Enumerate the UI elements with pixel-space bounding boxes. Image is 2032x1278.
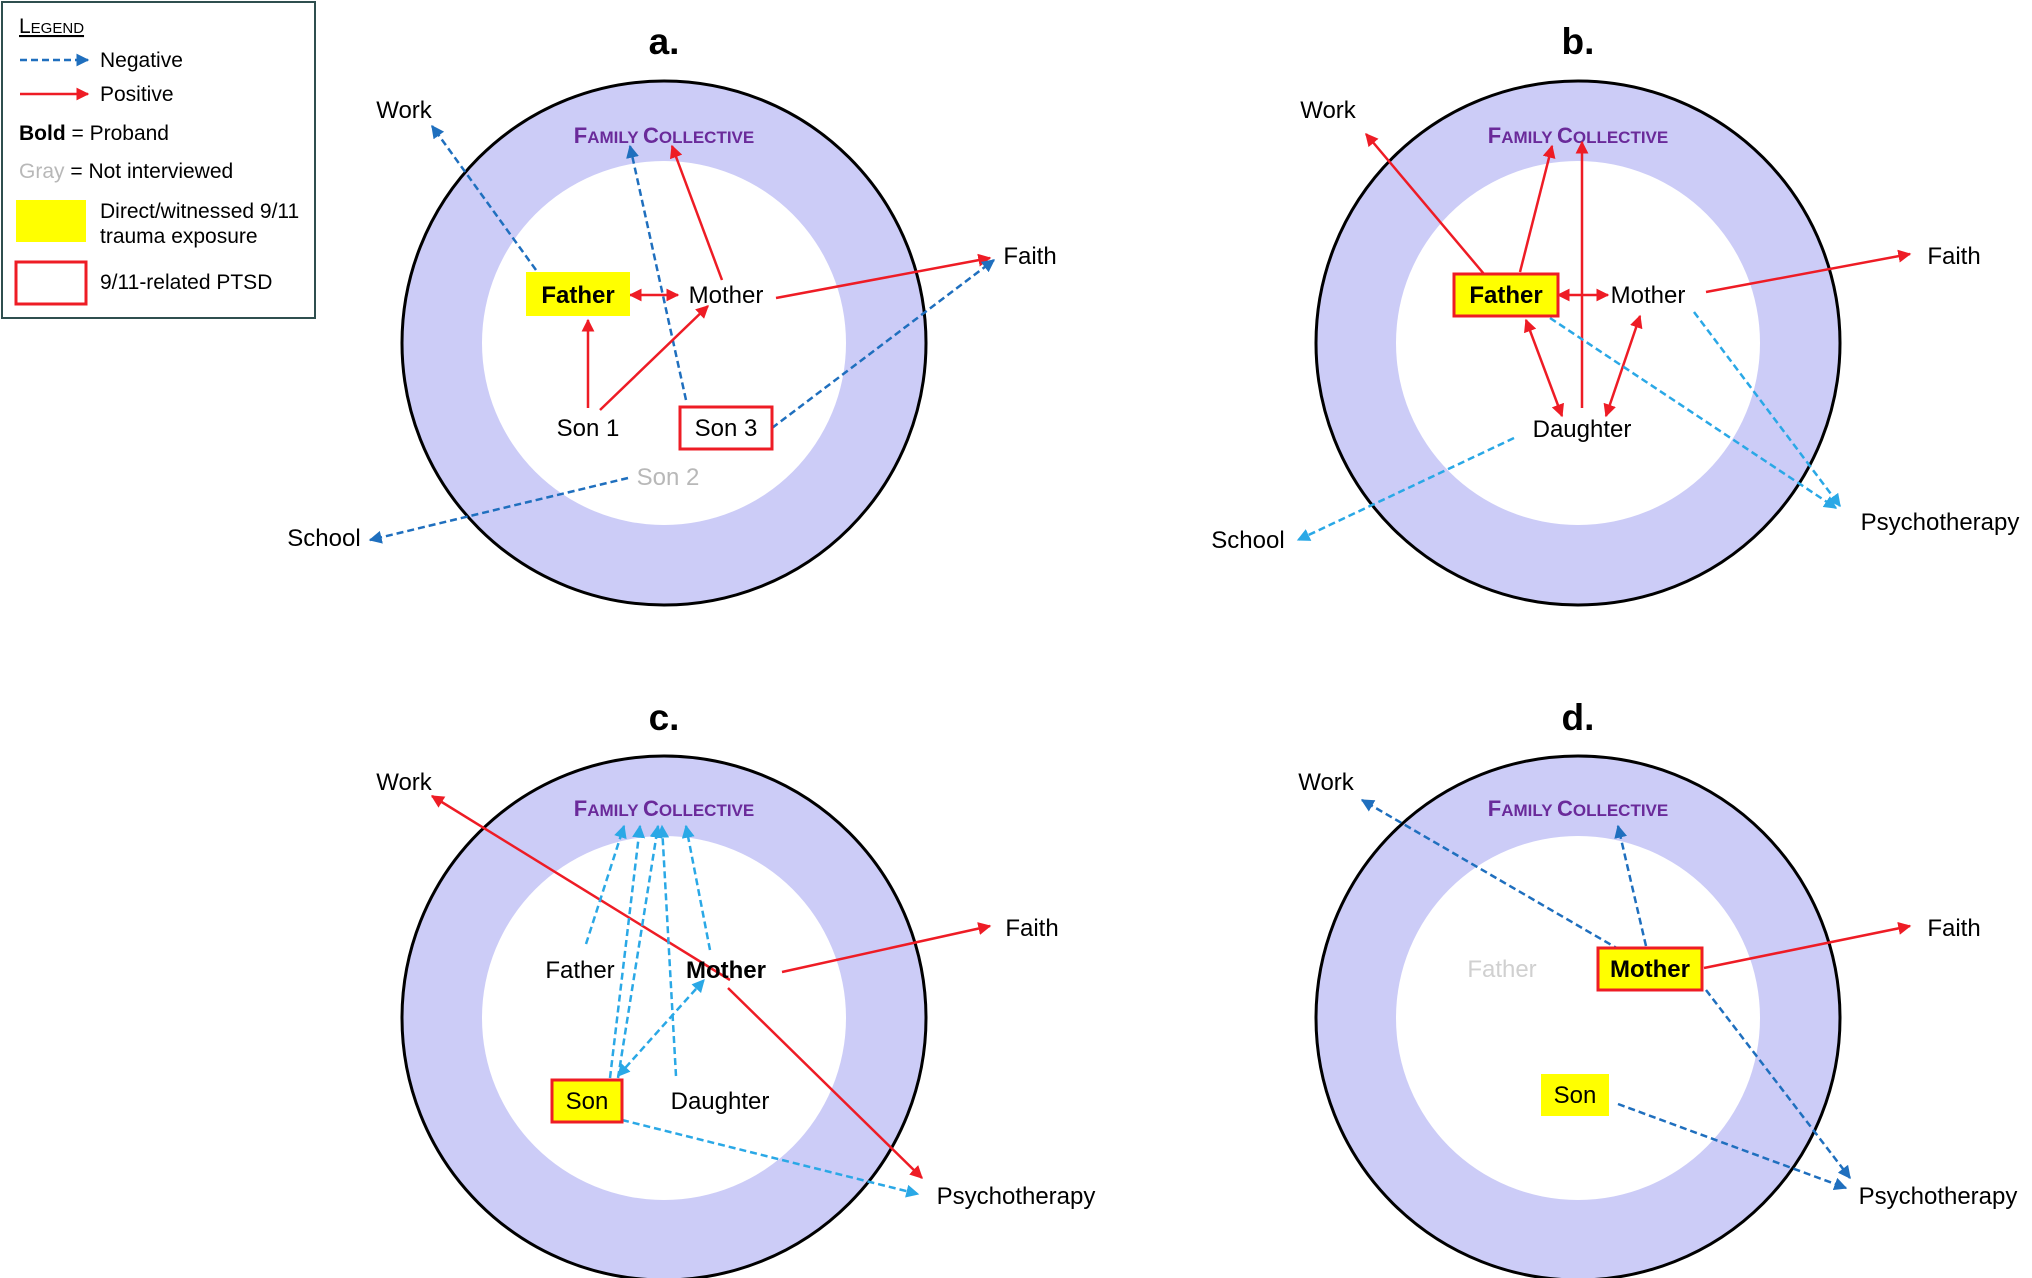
panel-b-arrow-father-daughter <box>1524 318 1564 418</box>
panel-c-psychotherapy: Psychotherapy <box>937 1183 1096 1210</box>
panel-b-letter: b. <box>1562 21 1595 62</box>
panel-b-arrow-daughter-school <box>1296 436 1515 542</box>
panel-b-father: Father <box>1469 282 1542 309</box>
panel-a-arrow-father-work <box>430 124 538 271</box>
panel-c-arrow-son-psychotherapy <box>621 1118 920 1198</box>
panel-c-son: Son <box>566 1088 609 1115</box>
panel-c-arrow-father-family <box>584 824 627 945</box>
legend-ptsd-swatch <box>14 260 88 306</box>
panel-a-school: School <box>287 525 360 552</box>
panel-d-arrow-mother-family <box>1614 824 1648 947</box>
panel-c-mother: Mother <box>686 957 766 984</box>
panel-a-arrow-mother-faith <box>775 253 992 300</box>
panel-b-work: Work <box>1300 97 1357 124</box>
panel-a-son3: Son 3 <box>695 415 758 442</box>
panel-b-daughter: Daughter <box>1533 416 1632 443</box>
panel-a-father: Father <box>541 282 614 309</box>
panel-b-arrow-father-family <box>1518 144 1556 273</box>
panel-d: d. FAMILY COLLECTIVE Father Mother Son W… <box>1298 697 2017 1278</box>
panel-b-arrow-father-work <box>1365 133 1485 275</box>
legend-exposure-line1: Direct/witnessed 9/11 <box>100 200 299 223</box>
panel-d-faith: Faith <box>1927 915 1980 942</box>
panel-b-mother: Mother <box>1611 282 1686 309</box>
panel-c-faith: Faith <box>1005 915 1058 942</box>
panel-d-psychotherapy: Psychotherapy <box>1859 1183 2018 1210</box>
legend-positive-label: Positive <box>100 83 174 106</box>
panel-c-father: Father <box>545 957 614 984</box>
panel-c-arrow-mother-family <box>681 824 712 951</box>
panel-a-son3-ptsd-box <box>678 405 774 451</box>
panel-c-work: Work <box>376 769 433 796</box>
panel-b-psychotherapy: Psychotherapy <box>1861 509 2020 536</box>
panel-a-father-highlight <box>526 272 630 316</box>
panel-c-arrow-mother-psychotherapy <box>727 987 923 1179</box>
panel-d-son: Son <box>1554 1082 1597 1109</box>
panel-b-arrow-mother-daughter <box>1603 314 1643 418</box>
panel-d-son-highlight <box>1541 1074 1609 1116</box>
panel-a-arrow-son1-mother <box>599 305 709 411</box>
panel-c-family-collective-label: FAMILY COLLECTIVE <box>574 796 755 821</box>
panel-a: a. FAMILY COLLECTIVE Father Mother Son 1… <box>287 21 1057 607</box>
panel-d-family-collective-label: FAMILY COLLECTIVE <box>1488 796 1669 821</box>
legend-negative-label: Negative <box>100 49 183 72</box>
panel-d-arrow-mother-work <box>1360 798 1621 952</box>
panel-d-father: Father <box>1467 956 1536 983</box>
legend-title: Legend <box>19 15 84 38</box>
panel-d-mother-highlight <box>1596 946 1704 992</box>
panel-a-mother: Mother <box>689 282 764 309</box>
legend-bold-entry: Bold = Proband <box>19 122 169 145</box>
legend-exposure-line2: trauma exposure <box>100 225 258 248</box>
panel-d-arrow-son-psychotherapy <box>1617 1102 1848 1191</box>
panel-a-letter: a. <box>649 21 680 62</box>
panel-a-arrow-son2-school <box>368 476 629 544</box>
panel-d-arrow-mother-psychotherapy <box>1705 989 1851 1180</box>
panel-b-father-highlight <box>1452 272 1560 318</box>
panel-c-arrow-mother-faith <box>781 922 992 974</box>
panel-d-arrow-mother-faith <box>1703 921 1912 970</box>
panel-a-faith: Faith <box>1003 243 1056 270</box>
panel-a-family-collective-label: FAMILY COLLECTIVE <box>574 123 755 148</box>
panel-a-son2: Son 2 <box>637 464 700 491</box>
panel-c-arrow-son-family-1 <box>608 824 646 1079</box>
panel-d-work: Work <box>1298 769 1355 796</box>
legend-exposure-swatch <box>16 200 86 242</box>
panel-c-arrow-son-family-2 <box>616 824 663 1079</box>
panel-b-school: School <box>1211 527 1284 554</box>
panel-b: b. FAMILY COLLECTIVE Father Mother Daugh… <box>1211 21 2020 607</box>
panel-b-family-collective-label: FAMILY COLLECTIVE <box>1488 123 1669 148</box>
panel-c-arrow-mother-work <box>430 794 731 982</box>
panel-b-arrow-father-psychotherapy <box>1549 316 1838 510</box>
panel-c: c. FAMILY COLLECTIVE Father Mother Son D… <box>376 697 1095 1278</box>
legend-gray-entry: Gray = Not interviewed <box>19 160 233 183</box>
legend: Legend Negative Positive Bold = Proband … <box>1 1 316 319</box>
panel-c-inner-circle <box>482 836 846 1200</box>
panel-a-arrow-son3-faith <box>771 259 996 429</box>
panel-c-son-highlight <box>550 1078 624 1124</box>
panel-a-work: Work <box>376 97 433 124</box>
panel-b-arrow-mother-faith <box>1705 249 1912 294</box>
panel-b-faith: Faith <box>1927 243 1980 270</box>
panel-b-inner-circle <box>1396 161 1760 525</box>
panel-d-mother: Mother <box>1610 956 1690 983</box>
panel-d-letter: d. <box>1562 697 1595 738</box>
legend-ptsd-label: 9/11-related PTSD <box>100 271 272 294</box>
panel-c-letter: c. <box>649 697 680 738</box>
panel-c-arrow-daughter-family <box>656 824 678 1077</box>
panel-c-daughter: Daughter <box>671 1088 770 1115</box>
panel-a-arrow-mother-family <box>670 144 724 281</box>
panel-a-son1: Son 1 <box>557 415 620 442</box>
panel-b-arrow-mother-psychotherapy <box>1693 311 1841 508</box>
panel-d-inner-circle <box>1396 836 1760 1200</box>
